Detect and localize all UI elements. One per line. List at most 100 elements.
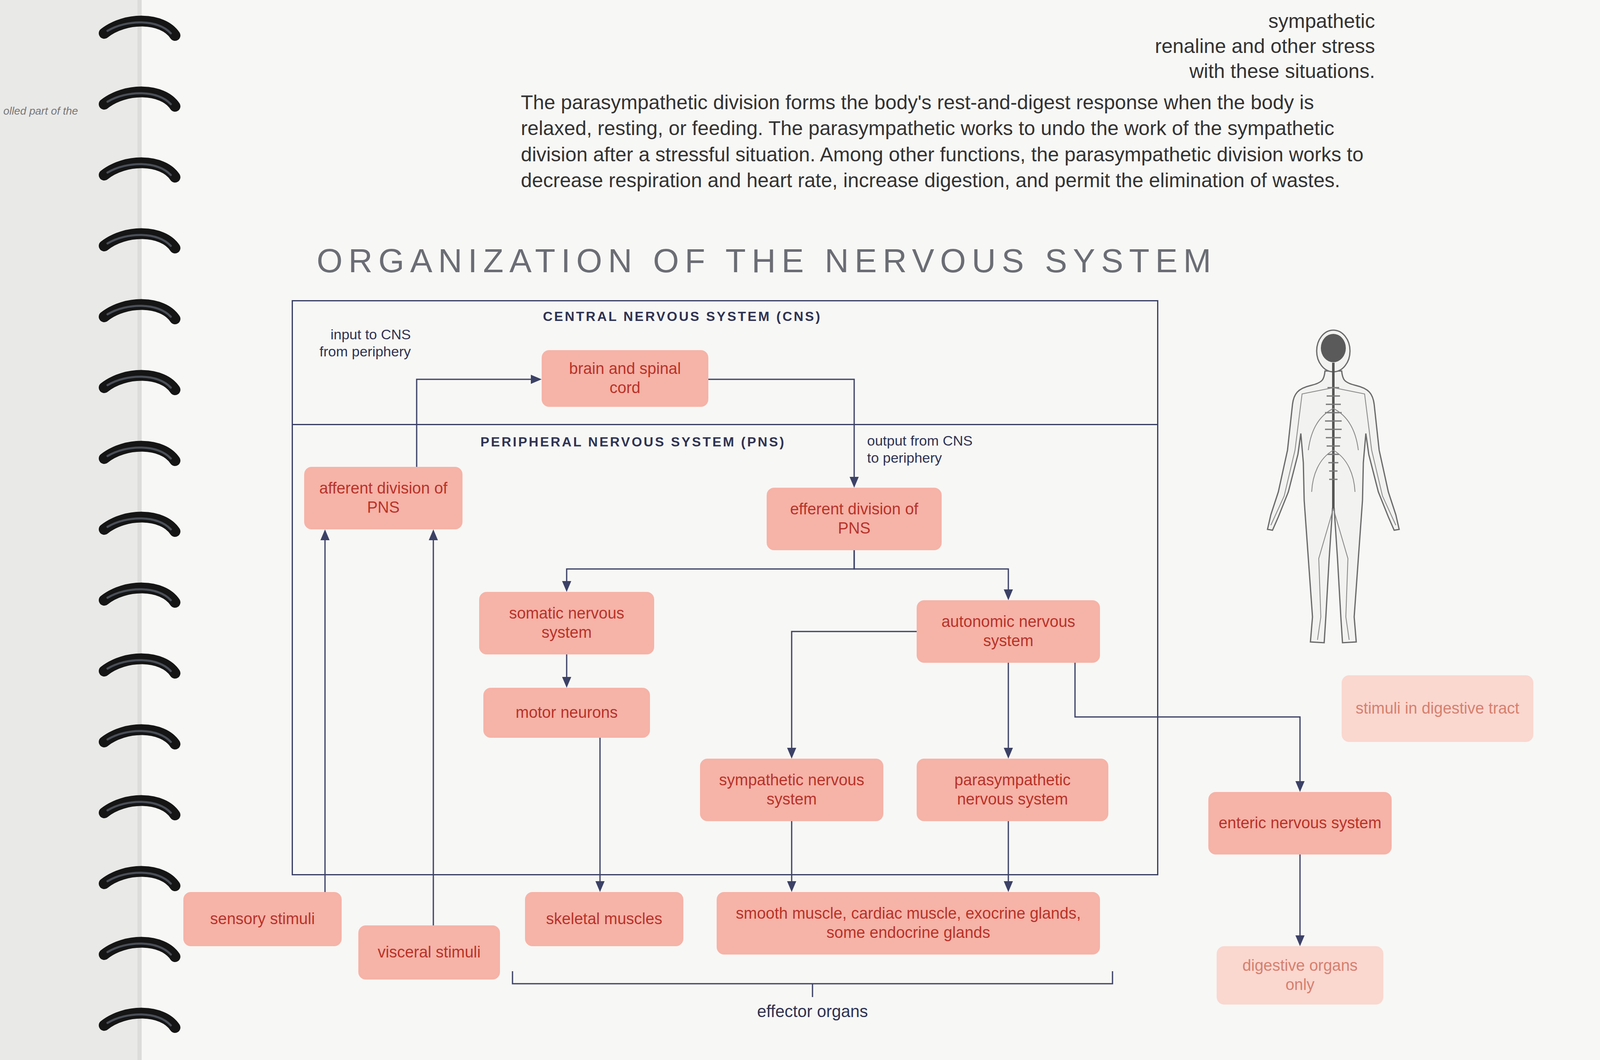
connector-line bbox=[599, 737, 601, 883]
connector-arrow bbox=[562, 550, 855, 592]
process-box: sympathetic nervous system bbox=[700, 758, 884, 821]
process-box: parasympathetic nervous system bbox=[916, 758, 1109, 821]
binding-coil bbox=[104, 446, 175, 461]
connector-line bbox=[432, 538, 435, 925]
box-text: sympathetic nervous system bbox=[710, 770, 874, 809]
connector-arrow bbox=[708, 379, 859, 488]
process-box: enteric nervous system bbox=[1208, 791, 1392, 855]
box-text: sensory stimuli bbox=[210, 909, 315, 929]
connector-arrow bbox=[320, 529, 330, 892]
right-page bbox=[137, 0, 1600, 1060]
process-box: brain and spinal cord bbox=[541, 350, 709, 407]
connector-line bbox=[791, 820, 793, 883]
arrowhead bbox=[787, 747, 797, 759]
binding-coil bbox=[104, 21, 175, 36]
arrowhead bbox=[1295, 780, 1305, 792]
connector-arrow bbox=[416, 374, 542, 467]
arrowhead bbox=[428, 529, 438, 540]
connector-line bbox=[566, 654, 568, 679]
process-box: efferent division of PNS bbox=[766, 487, 942, 550]
box-text: efferent division of PNS bbox=[776, 499, 932, 538]
process-box: afferent division of PNS bbox=[304, 466, 463, 530]
connector-line bbox=[324, 538, 326, 892]
bracket-label: effector organs bbox=[729, 1000, 896, 1022]
connector-arrow bbox=[787, 631, 917, 759]
binding-coil bbox=[104, 871, 175, 886]
system-region: PERIPHERAL NERVOUS SYSTEM (PNS) afferent … bbox=[291, 423, 1159, 875]
binding-coil bbox=[104, 162, 175, 178]
arrowhead bbox=[1003, 589, 1013, 600]
process-box: sensory stimuli bbox=[183, 891, 342, 946]
process-box: somatic nervous system bbox=[479, 591, 655, 655]
connector-label: input to CNS from periphery bbox=[300, 325, 414, 362]
peripheral-nerves bbox=[1270, 387, 1396, 640]
spiral-binding bbox=[104, 21, 175, 1028]
box-text: autonomic nervous system bbox=[926, 612, 1090, 650]
system-region: CENTRAL NERVOUS SYSTEM (CNS) brain and sp… bbox=[291, 300, 1159, 425]
arrowhead bbox=[1295, 935, 1305, 946]
arrowhead bbox=[849, 476, 859, 488]
binding-coil bbox=[104, 233, 175, 248]
connector-arrow bbox=[1075, 662, 1305, 792]
process-box: visceral stimuli bbox=[358, 925, 500, 980]
connector-line bbox=[416, 379, 533, 467]
connector-arrow bbox=[1003, 820, 1013, 892]
vertebrae bbox=[1325, 387, 1342, 480]
arrowhead bbox=[1003, 880, 1013, 892]
box-text: motor neurons bbox=[515, 702, 618, 723]
arrowhead bbox=[1003, 747, 1013, 759]
connector-line bbox=[566, 550, 855, 583]
box-text: smooth muscle, cardiac muscle, exocrine … bbox=[726, 903, 1090, 942]
binding-coil bbox=[104, 517, 175, 532]
left-page bbox=[0, 0, 138, 1060]
effector-bracket bbox=[512, 970, 1113, 997]
process-box: skeletal muscles bbox=[525, 891, 684, 946]
arrowhead bbox=[320, 529, 330, 540]
binding-coil bbox=[104, 658, 175, 673]
process-box: autonomic nervous system bbox=[916, 600, 1100, 663]
connector-arrow bbox=[595, 737, 605, 892]
box-text: brain and spinal cord bbox=[551, 359, 699, 398]
connector-arrow bbox=[562, 654, 572, 688]
binding-coil bbox=[104, 304, 175, 319]
connector-label: output from CNS to periphery bbox=[864, 431, 991, 468]
binding-coil bbox=[104, 587, 175, 603]
box-text: parasympathetic nervous system bbox=[926, 770, 1099, 809]
process-box: smooth muscle, cardiac muscle, exocrine … bbox=[716, 891, 1100, 955]
binding-coil bbox=[104, 1012, 175, 1028]
box-text: digestive organs only bbox=[1226, 955, 1374, 994]
body-paragraph: The parasympathetic division forms the b… bbox=[520, 89, 1375, 194]
connector-line bbox=[1075, 662, 1300, 783]
box-text: afferent division of PNS bbox=[314, 478, 453, 517]
connector-arrow bbox=[854, 550, 1013, 600]
cut-text: renaline and other stress bbox=[1041, 33, 1375, 60]
arrowhead bbox=[530, 374, 542, 384]
cut-text: with these situations. bbox=[1041, 58, 1375, 85]
connector-line bbox=[854, 550, 1009, 591]
process-box: stimuli in digestive tract bbox=[1341, 675, 1534, 742]
connector-arrow bbox=[1003, 662, 1013, 759]
connector-line bbox=[1007, 820, 1010, 883]
region-heading: CENTRAL NERVOUS SYSTEM (CNS) bbox=[542, 308, 822, 325]
arrowhead bbox=[595, 880, 605, 892]
binding-coil bbox=[104, 729, 175, 744]
connector-line bbox=[791, 631, 917, 750]
process-box: motor neurons bbox=[483, 687, 650, 738]
box-text: visceral stimuli bbox=[377, 942, 481, 962]
binding-coil bbox=[104, 800, 175, 815]
box-text: somatic nervous system bbox=[489, 603, 645, 642]
region-heading: PERIPHERAL NERVOUS SYSTEM (PNS) bbox=[480, 434, 786, 450]
arrowhead bbox=[562, 580, 572, 592]
facing-page-text: olled part of the bbox=[3, 104, 102, 119]
cut-text: sympathetic bbox=[1041, 8, 1375, 35]
connector-arrow bbox=[428, 529, 438, 925]
connector-line bbox=[1299, 854, 1301, 937]
human-figure bbox=[1267, 330, 1400, 643]
box-text: skeletal muscles bbox=[546, 909, 663, 929]
brain bbox=[1320, 333, 1346, 363]
spinal-cord bbox=[1332, 362, 1335, 509]
binding-coil bbox=[104, 375, 175, 390]
arrowhead bbox=[562, 676, 572, 688]
connector-arrow bbox=[1295, 854, 1305, 946]
